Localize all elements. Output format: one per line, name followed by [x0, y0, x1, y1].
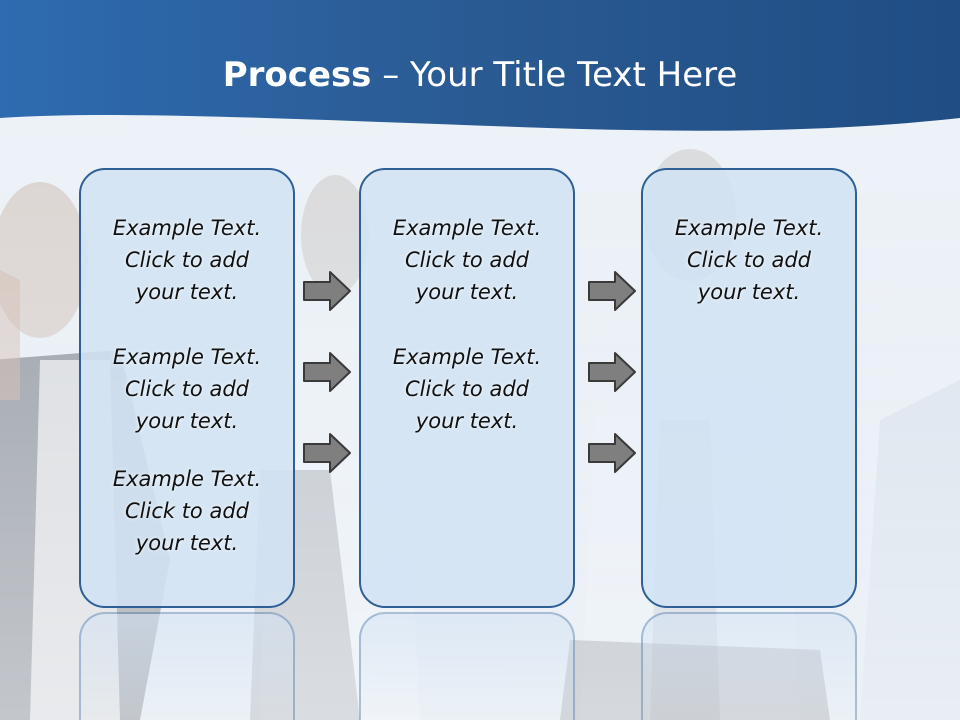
text-line: Click to add [124, 499, 249, 523]
text-line: your text. [135, 531, 239, 555]
right-arrow-icon[interactable] [302, 432, 352, 474]
text-line: your text. [415, 409, 519, 433]
text-line: your text. [415, 280, 519, 304]
box-reflection [359, 612, 575, 720]
right-arrow-icon[interactable] [587, 351, 637, 393]
box-reflection [79, 612, 295, 720]
header-band [0, 0, 960, 131]
text-line: Example Text. [112, 467, 262, 491]
text-line: your text. [697, 280, 801, 304]
process-box-1[interactable]: Example Text. Click to add your text. Ex… [79, 168, 295, 608]
text-line: Example Text. [112, 216, 262, 240]
text-line: Click to add [404, 377, 529, 401]
right-arrow-icon[interactable] [587, 270, 637, 312]
text-block[interactable]: Example Text. Click to add your text. [361, 341, 573, 437]
text-block[interactable]: Example Text. Click to add your text. [81, 463, 293, 559]
text-line: Click to add [686, 248, 811, 272]
text-line: Example Text. [112, 345, 262, 369]
right-arrow-icon[interactable] [302, 351, 352, 393]
text-line: Click to add [124, 377, 249, 401]
text-block[interactable]: Example Text. Click to add your text. [81, 212, 293, 308]
box-reflection [641, 612, 857, 720]
right-arrow-icon[interactable] [587, 432, 637, 474]
process-box-2[interactable]: Example Text. Click to add your text. Ex… [359, 168, 575, 608]
text-block[interactable]: Example Text. Click to add your text. [361, 212, 573, 308]
process-box-3[interactable]: Example Text. Click to add your text. [641, 168, 857, 608]
text-line: your text. [135, 280, 239, 304]
title-rest: – Your Title Text Here [371, 55, 738, 95]
slide-title[interactable]: Process – Your Title Text Here [0, 52, 960, 98]
title-bold: Process [222, 55, 372, 95]
text-line: Example Text. [392, 345, 542, 369]
right-arrow-icon[interactable] [302, 270, 352, 312]
text-line: Example Text. [392, 216, 542, 240]
text-line: Click to add [124, 248, 249, 272]
text-block[interactable]: Example Text. Click to add your text. [81, 341, 293, 437]
text-block[interactable]: Example Text. Click to add your text. [643, 212, 855, 308]
text-line: your text. [135, 409, 239, 433]
text-line: Example Text. [674, 216, 824, 240]
text-line: Click to add [404, 248, 529, 272]
